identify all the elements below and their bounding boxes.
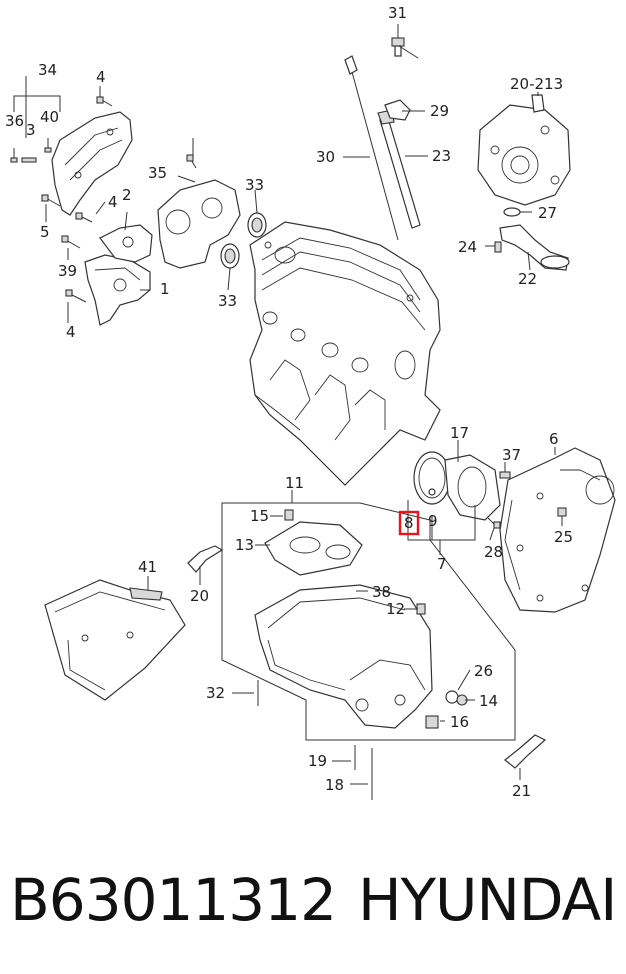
drain-plug-parts <box>416 603 468 729</box>
callout-33a: 33 <box>245 176 264 194</box>
bolts-pan <box>257 680 373 800</box>
callout-19: 19 <box>308 752 327 770</box>
callout-16: 16 <box>450 713 469 731</box>
callout-15: 15 <box>250 507 269 525</box>
callout-25: 25 <box>554 528 573 546</box>
callout-labels: 34 4 36 40 3 35 33 2 4 5 39 1 33 4 31 20… <box>5 4 573 800</box>
lower-oil-pan <box>44 579 186 701</box>
bolt-15 <box>284 509 294 521</box>
callout-17: 17 <box>450 424 469 442</box>
callout-20-213: 20-213 <box>510 75 563 93</box>
callout-40: 40 <box>40 108 59 126</box>
gasket-27 <box>503 207 521 217</box>
callout-38: 38 <box>372 583 391 601</box>
rear-seal-case-17 <box>444 454 501 521</box>
group-11-bracket <box>221 502 516 741</box>
callout-1: 1 <box>160 280 170 298</box>
callout-5: 5 <box>40 223 50 241</box>
callout-34: 34 <box>38 61 57 79</box>
callout-27: 27 <box>538 204 557 222</box>
callout-12: 12 <box>386 600 405 618</box>
callout-9: 9 <box>428 512 438 530</box>
part-number: B63011312 <box>10 866 337 934</box>
drive-plate-cover <box>499 447 616 613</box>
callout-4b: 4 <box>108 193 118 211</box>
bracket-29 <box>384 99 411 121</box>
callout-22: 22 <box>518 270 537 288</box>
callout-21: 21 <box>512 782 531 800</box>
leader-lines <box>13 24 563 785</box>
oil-seal-lower <box>220 243 240 269</box>
highlight-box-8 <box>398 510 420 536</box>
callout-7: 7 <box>437 555 447 573</box>
callout-13: 13 <box>235 536 254 554</box>
callout-2: 2 <box>122 186 132 204</box>
pin-9 <box>428 488 436 496</box>
bracket-21 <box>504 734 547 769</box>
callout-36: 36 <box>5 112 24 130</box>
callout-24: 24 <box>458 238 477 256</box>
timing-bracket <box>99 224 153 263</box>
callout-31: 31 <box>388 4 407 22</box>
callout-28: 28 <box>484 543 503 561</box>
bolt-24 <box>494 241 502 253</box>
callout-39: 39 <box>58 262 77 280</box>
timing-cover-upper <box>51 111 133 216</box>
callout-11: 11 <box>285 474 304 492</box>
bolt-25 <box>557 507 567 517</box>
callout-32: 32 <box>206 684 225 702</box>
callout-20: 20 <box>190 587 209 605</box>
callout-35: 35 <box>148 164 167 182</box>
oil-pan <box>254 584 433 729</box>
bolt-37 <box>499 471 511 479</box>
bolt-28 <box>487 517 501 529</box>
bolts-left <box>10 96 197 303</box>
dipstick <box>344 55 399 241</box>
oil-pump <box>477 94 571 206</box>
callout-6: 6 <box>549 430 559 448</box>
oil-seal-upper <box>247 212 267 238</box>
callout-8: 8 <box>404 514 414 532</box>
callout-4a: 4 <box>96 68 106 86</box>
dipstick-guide <box>377 109 421 229</box>
callout-3: 3 <box>26 121 36 139</box>
oil-strainer <box>499 224 570 271</box>
callout-37: 37 <box>502 446 521 464</box>
brand-name: HYUNDAI <box>358 866 617 934</box>
oil-pan-baffle <box>264 521 363 576</box>
engine-block <box>249 221 441 486</box>
timing-cover-middle <box>157 179 241 269</box>
callout-4c: 4 <box>66 323 76 341</box>
callout-26: 26 <box>474 662 493 680</box>
callout-23: 23 <box>432 147 451 165</box>
callout-29: 29 <box>430 102 449 120</box>
callout-33b: 33 <box>218 292 237 310</box>
callout-18: 18 <box>325 776 344 794</box>
callout-30: 30 <box>316 148 335 166</box>
footer-caption: B63011312 HYUNDAI <box>10 860 620 940</box>
bracket-20 <box>187 545 224 573</box>
callout-14: 14 <box>479 692 498 710</box>
callout-41: 41 <box>138 558 157 576</box>
